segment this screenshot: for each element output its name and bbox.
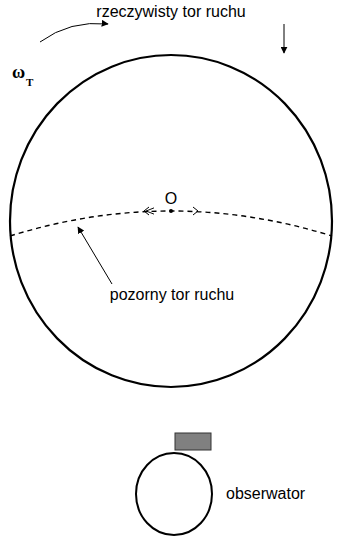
observer-device	[175, 433, 211, 450]
motion-arrow	[144, 207, 149, 215]
apparent-path	[10, 211, 332, 236]
point-label: O	[165, 190, 177, 208]
observer-body	[136, 453, 212, 535]
leader-line	[284, 24, 285, 53]
rotation-arrow	[40, 23, 108, 42]
observer-label: obserwator	[226, 485, 305, 503]
motion-arrow	[193, 207, 198, 215]
apparent-path-label: pozorny tor ruchu	[110, 286, 235, 304]
point-o	[169, 209, 173, 213]
orbit-label: rzeczywisty tor ruchu	[96, 3, 245, 21]
real-orbit	[10, 55, 332, 387]
leader-line	[78, 227, 112, 284]
angular-velocity-symbol: ω	[12, 62, 25, 83]
angular-velocity-subscript: T	[26, 76, 33, 89]
